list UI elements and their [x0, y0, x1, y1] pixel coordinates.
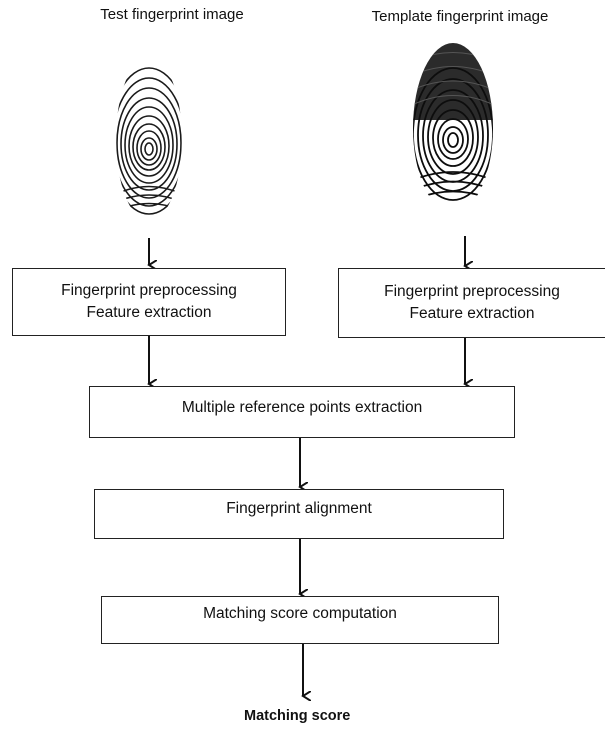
- left-feature-extraction-label: Feature extraction: [86, 304, 212, 321]
- reference-points-label: Multiple reference points extraction: [181, 399, 423, 416]
- template-fingerprint-caption: Template fingerprint image: [371, 8, 549, 25]
- matching-score-label: Matching score: [244, 708, 351, 724]
- alignment-box: Fingerprint alignment: [94, 489, 504, 539]
- left-preprocessing-label: Fingerprint preprocessing: [61, 281, 237, 299]
- left-preprocessing-box: Fingerprint preprocessing Feature extrac…: [12, 268, 286, 336]
- test-fingerprint-caption: Test fingerprint image: [100, 6, 244, 23]
- test-fingerprint-image: [116, 67, 182, 215]
- right-preprocessing-label: Fingerprint preprocessing: [384, 282, 560, 300]
- right-feature-extraction-label: Feature extraction: [409, 305, 535, 322]
- reference-points-box: Multiple reference points extraction: [89, 386, 515, 438]
- right-preprocessing-box: Fingerprint preprocessing Feature extrac…: [338, 268, 605, 338]
- template-fingerprint-image: [413, 43, 493, 201]
- matching-computation-box: Matching score computation: [101, 596, 499, 644]
- alignment-label: Fingerprint alignment: [226, 500, 372, 517]
- matching-computation-label: Matching score computation: [203, 605, 397, 622]
